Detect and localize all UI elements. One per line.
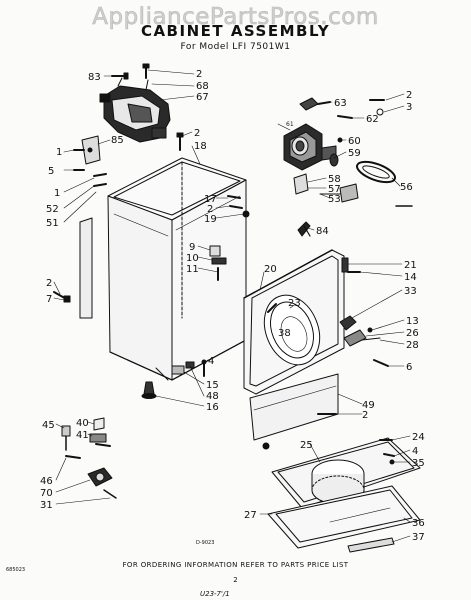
callout-56: 56 [400,182,413,193]
callout-1: 1 [56,147,62,158]
callout-35: 35 [412,458,425,469]
callout-85: 85 [111,135,124,146]
motor-assembly [99,77,171,143]
bracket-85 [81,135,101,165]
parts-40-41 [89,417,111,447]
callout-61: 61 [286,121,294,128]
callout-16: 16 [206,402,219,413]
callout-11: 11 [186,264,199,275]
callout-23: 23 [288,298,301,309]
callout-1-lower: 1 [54,188,60,199]
callout-68: 68 [196,81,209,92]
callout-24: 24 [412,432,425,443]
callout-46: 46 [40,476,53,487]
callout-3: 3 [406,102,412,113]
callout-37: 37 [412,532,425,543]
callout-38: 38 [278,328,291,339]
callout-13: 13 [406,316,419,327]
callout-59: 59 [348,148,361,159]
base-tray-27 [267,485,421,549]
callout-2-c: 2 [207,204,213,215]
callout-26: 26 [406,328,419,339]
callout-2-b: 2 [194,128,200,139]
front-panel [243,249,345,395]
screws-2-3-62 [337,99,385,119]
callout-70: 70 [40,488,53,499]
ordering-footer: FOR ORDERING INFORMATION REFER TO PARTS … [122,561,349,569]
callout-labels: 83 2 68 67 85 1 5 1 52 51 2 18 17 2 19 9… [40,69,425,543]
wire-clip-63 [299,97,331,111]
screw-68 [142,63,150,79]
figure-code: D-9023 [196,540,215,546]
callout-9: 9 [189,242,195,253]
callout-67: 67 [196,92,209,103]
model-subtitle: For Model LFI 7501W1 [180,42,291,52]
hinge-21-14 [341,257,361,273]
belt-56 [356,160,396,184]
callout-53: 53 [328,194,341,205]
callout-49: 49 [362,400,375,411]
callout-52: 52 [46,204,59,215]
callout-27: 27 [244,510,257,521]
hose-45 [61,425,71,451]
leader-lines [53,69,411,543]
callout-10: 10 [186,253,199,264]
callout-2-d: 2 [46,278,52,289]
callout-2-f: 2 [362,410,368,421]
switch-46-70-31 [65,455,117,499]
callout-58: 58 [328,174,341,185]
page-title: CABINET ASSEMBLY [140,22,331,40]
callout-31: 31 [40,500,53,511]
cabinet-box [79,157,247,399]
strike-33-13-26-28 [339,315,389,367]
callout-2: 2 [196,69,202,80]
callout-60: 60 [348,136,361,147]
callout-21: 21 [404,260,417,271]
site-watermark: AppliancePartsPros.com [92,4,379,31]
callout-33: 33 [404,286,417,297]
strip-37 [347,537,395,553]
callout-45: 45 [42,420,55,431]
callout-19: 19 [204,214,217,225]
callout-57: 57 [328,184,341,195]
callout-51: 51 [46,218,59,229]
document-code: 685023 [6,567,26,573]
bottom-code: U23-7'/1 [200,590,230,598]
callout-48: 48 [206,391,219,402]
bracket-58-57-53 [293,173,359,203]
callout-6: 6 [406,362,412,373]
latch-parts-9-10-11 [209,245,227,281]
screw-2-18 [176,132,184,151]
callout-84: 84 [316,226,329,237]
callout-28: 28 [406,340,419,351]
screw-2-7 [53,291,71,303]
latch-84 [297,221,311,237]
screw-83 [111,72,129,80]
callout-62: 62 [366,114,379,125]
callout-41: 41 [76,430,89,441]
callout-20: 20 [264,264,277,275]
screw-group-1-5 [73,149,107,187]
callout-5: 5 [48,166,54,177]
callout-18: 18 [194,141,207,152]
callout-83: 83 [88,72,101,83]
callout-7: 7 [46,294,52,305]
callout-14: 14 [404,272,417,283]
page-number: 2 [233,576,238,584]
callout-4: 4 [208,356,214,367]
callout-36: 36 [412,518,425,529]
callout-15: 15 [206,380,219,391]
callout-2-e: 2 [406,90,412,101]
callout-25: 25 [300,440,313,451]
drive-motor-61 [283,123,337,171]
callout-4-b: 4 [412,446,418,457]
callout-17: 17 [204,194,217,205]
callout-63: 63 [334,98,347,109]
callout-40: 40 [76,418,89,429]
